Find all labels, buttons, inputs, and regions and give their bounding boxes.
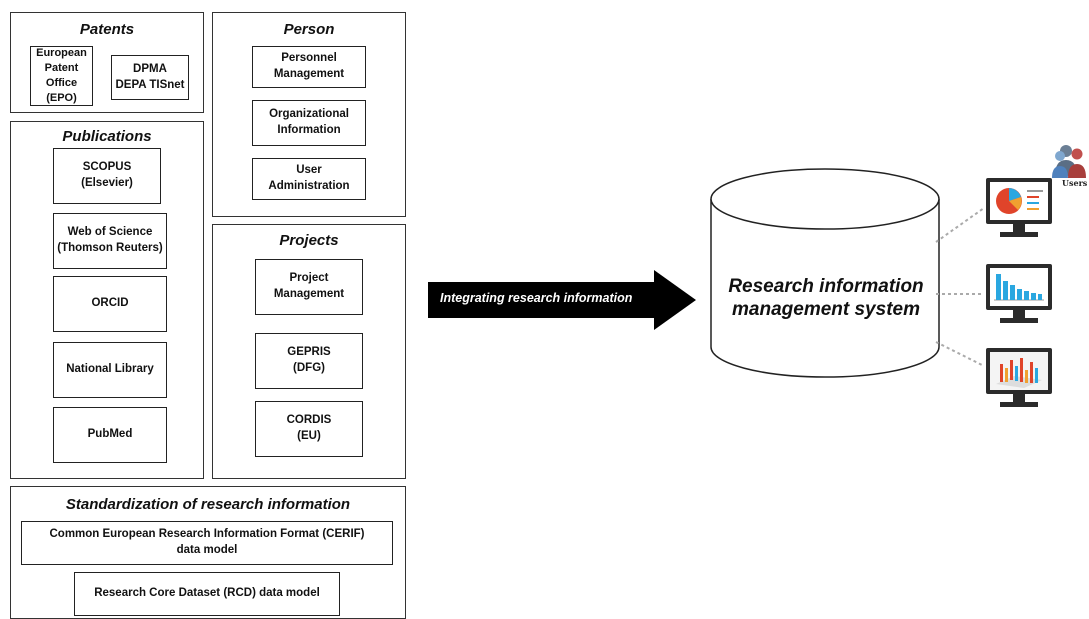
cerif-box: Common European Research Information For… — [21, 521, 393, 565]
gepris-box: GEPRIS (DFG) — [255, 333, 363, 389]
cordis-box: CORDIS (EU) — [255, 401, 363, 457]
pubmed-box: PubMed — [53, 407, 167, 463]
user-administration-box: User Administration — [252, 158, 366, 200]
orcid-box: ORCID — [53, 276, 167, 332]
rcd-box: Research Core Dataset (RCD) data model — [74, 572, 340, 616]
national-library-box: National Library — [53, 342, 167, 398]
integration-arrow — [428, 270, 696, 330]
web-of-science-box: Web of Science (Thomson Reuters) — [53, 213, 167, 269]
project-management-box: Project Management — [255, 259, 363, 315]
projects-title: Projects — [279, 232, 339, 249]
database-cylinder — [710, 168, 940, 378]
monitor-pie-chart-icon — [986, 178, 1052, 237]
scopus-box: SCOPUS (Elsevier) — [53, 148, 161, 204]
system-label: Research information management system — [728, 276, 924, 320]
dpma-box: DPMA DEPA TISnet — [111, 55, 189, 100]
connector-lines — [935, 207, 985, 367]
standardization-title: Standardization of research information — [65, 496, 351, 513]
person-title: Person — [283, 21, 335, 38]
publications-title: Publications — [62, 128, 152, 145]
monitor-3d-chart-icon — [986, 348, 1052, 407]
monitor-bar-chart-icon — [986, 264, 1052, 323]
personnel-management-box: Personnel Management — [252, 46, 366, 88]
epo-box: European Patent Office (EPO) — [30, 46, 93, 106]
users-icon — [1052, 145, 1086, 178]
patents-title: Patents — [79, 21, 135, 38]
users-label: Users — [1062, 178, 1088, 188]
organizational-information-box: Organizational Information — [252, 100, 366, 146]
integration-arrow-label: Integrating research information — [440, 291, 633, 305]
